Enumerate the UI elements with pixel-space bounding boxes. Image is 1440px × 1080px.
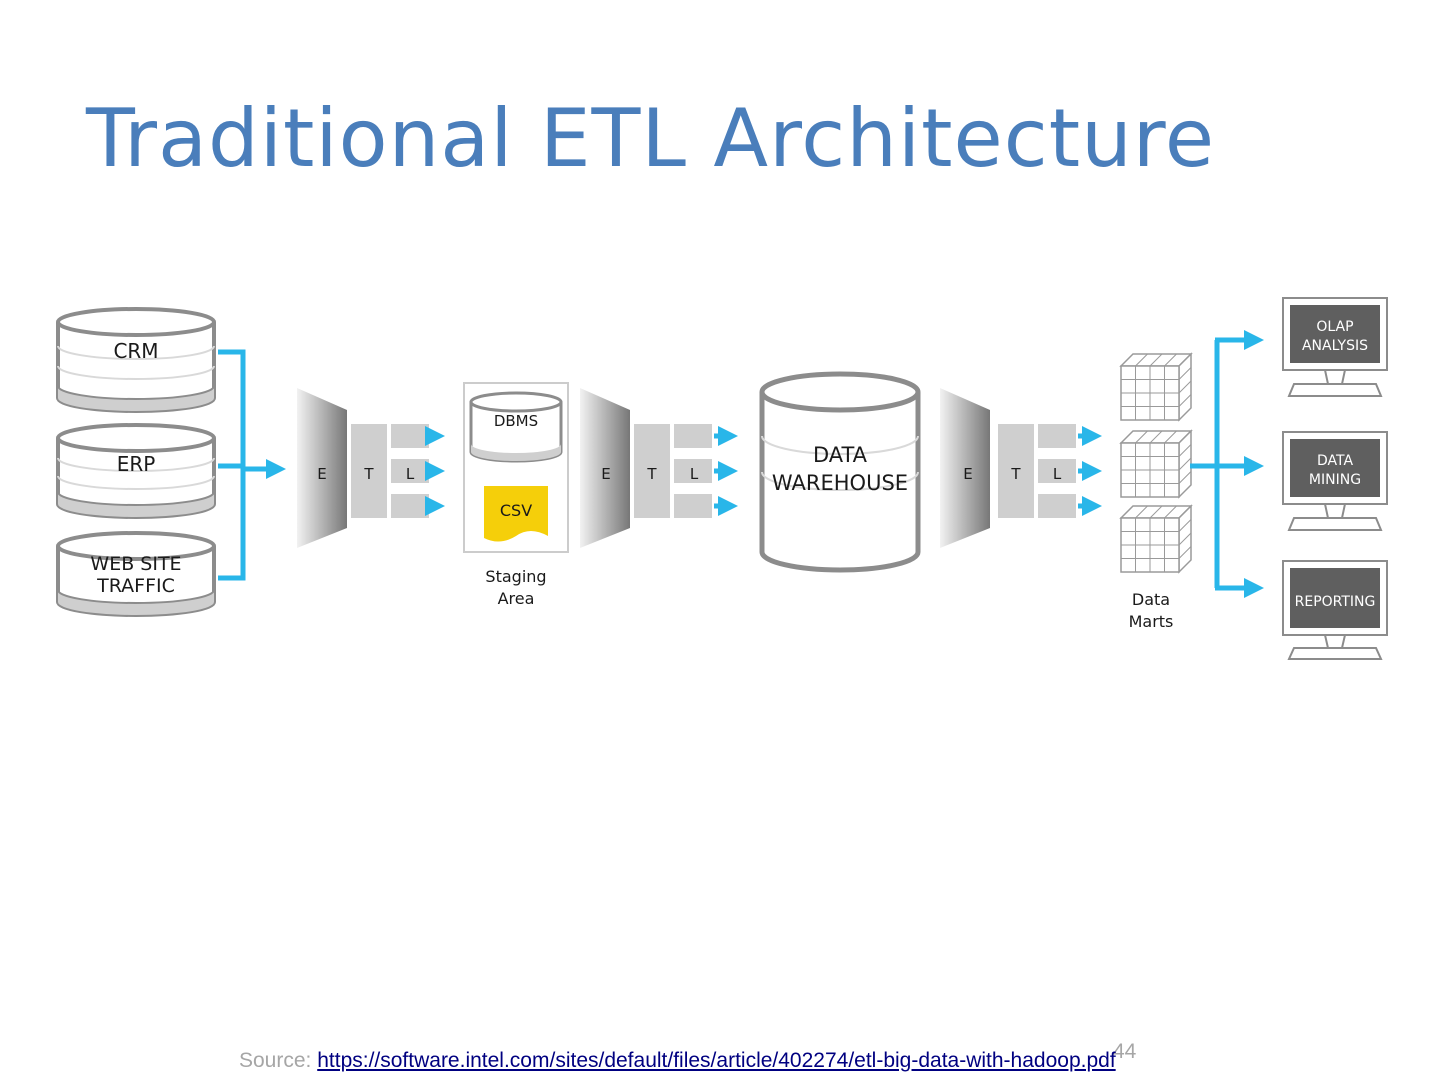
- csv-label: CSV: [500, 501, 532, 520]
- source-footer: Source: https://software.intel.com/sites…: [239, 1049, 1116, 1073]
- data-marts-label-line1: Data: [1132, 590, 1170, 609]
- staging-label-line2: Area: [498, 589, 535, 608]
- etl3-l-label: L: [1053, 465, 1062, 483]
- data-mart-cube: [1119, 504, 1193, 574]
- etl3-t-label: T: [1010, 465, 1021, 483]
- etl2-e-label: E: [601, 465, 610, 483]
- olap-label-line2: ANALYSIS: [1302, 338, 1368, 354]
- traffic-label: TRAFFIC: [96, 575, 175, 597]
- slide-title: Traditional ETL Architecture: [86, 92, 1216, 185]
- etl1-t-label: T: [363, 465, 374, 483]
- data-mart-cube: [1119, 429, 1193, 499]
- data-mining-monitor: DATA MINING: [1282, 431, 1388, 531]
- page-number: 44: [1113, 1040, 1137, 1063]
- reporting-label: REPORTING: [1295, 594, 1376, 610]
- warehouse-label-line1: DATA: [813, 443, 868, 467]
- reporting-monitor: REPORTING: [1282, 560, 1388, 660]
- crm-database: CRM: [56, 307, 216, 413]
- data-warehouse: DATA WAREHOUSE: [759, 371, 921, 573]
- erp-label: ERP: [117, 452, 156, 476]
- staging-label-line1: Staging: [485, 567, 546, 586]
- etl3-e-label: E: [963, 465, 972, 483]
- output-connector: [1190, 330, 1264, 598]
- data-mart-cube: [1119, 352, 1193, 422]
- data-marts-label-line2: Marts: [1129, 612, 1174, 631]
- etl-stage-1: E T L: [297, 388, 445, 548]
- etl2-l-label: L: [690, 465, 699, 483]
- etl1-l-label: L: [406, 465, 415, 483]
- etl1-e-label: E: [317, 465, 326, 483]
- data-mart-cubes: [1119, 352, 1193, 574]
- source-label: Source:: [239, 1049, 318, 1072]
- erp-database: ERP: [56, 423, 216, 519]
- olap-analysis-monitor: OLAP ANALYSIS: [1282, 297, 1388, 397]
- source-connector: [218, 349, 286, 581]
- etl2-t-label: T: [646, 465, 657, 483]
- etl-stage-3: E T L: [940, 388, 1102, 548]
- etl-stage-2: E T L: [580, 388, 738, 548]
- mining-label-line2: MINING: [1309, 472, 1361, 488]
- web-traffic-database: WEB SITE TRAFFIC: [56, 531, 216, 617]
- olap-label-line1: OLAP: [1316, 319, 1353, 335]
- web-site-label: WEB SITE: [90, 553, 181, 575]
- warehouse-label-line2: WAREHOUSE: [772, 471, 908, 495]
- source-link[interactable]: https://software.intel.com/sites/default…: [317, 1049, 1116, 1072]
- mining-label-line1: DATA: [1317, 453, 1353, 469]
- staging-area: DBMS CSV Staging Area: [463, 382, 569, 608]
- crm-label: CRM: [113, 339, 158, 363]
- dbms-label: DBMS: [494, 412, 538, 430]
